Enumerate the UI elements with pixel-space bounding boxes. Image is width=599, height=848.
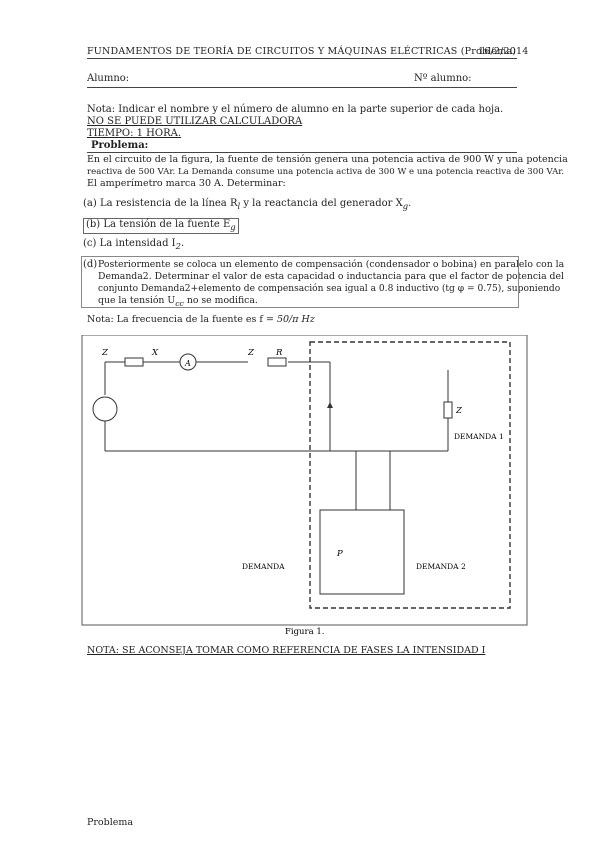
line-resistance-box xyxy=(267,357,287,367)
item-d-line-4: que la tensión Ucc no se modifica. xyxy=(98,295,258,308)
item-a-text: La resistencia de la línea R xyxy=(99,198,238,209)
frequency-note: Nota: La frecuencia de la fuente es f = … xyxy=(87,314,315,325)
ammeter xyxy=(179,353,197,371)
item-c-tag: (c) xyxy=(83,238,97,249)
intro-line-3: El amperímetro marca 30 A. Determinar: xyxy=(87,178,286,189)
intro-line-2: reactiva de 500 VAr. La Demanda consume … xyxy=(87,167,565,177)
zl-label: Z xyxy=(247,348,255,358)
problem-title: Problema: xyxy=(91,140,149,151)
student-number-label: Nº alumno: xyxy=(414,73,472,84)
item-d-tag: (d) xyxy=(83,259,98,270)
item-d-line-4-a: que la tensión U xyxy=(98,295,176,306)
circuit-figure: Z X A Z R Z DEMANDA 1 P DEMANDA DEMANDA … xyxy=(81,335,528,637)
time-note: TIEMPO: 1 HORA. xyxy=(87,128,182,139)
note-text: Nota: Indicar el nombre y el número de a… xyxy=(87,104,504,115)
item-b: (b) La tensión de la fuente Eg xyxy=(83,218,239,234)
figure-caption: Figura 1. xyxy=(285,627,324,637)
demanda1-label: DEMANDA 1 xyxy=(454,432,504,441)
rl-label: R xyxy=(275,348,283,358)
item-b-tag: (b) xyxy=(86,219,101,230)
student-name-label: Alumno: xyxy=(87,73,130,84)
item-d-line-1: Posteriormente se coloca un elemento de … xyxy=(98,259,565,270)
item-a-tag: (a) xyxy=(83,198,97,209)
i2-arrow xyxy=(327,402,333,408)
demanda2-box xyxy=(319,509,405,595)
intro-line-1: En el circuito de la figura, la fuente d… xyxy=(87,154,568,165)
p2q2-label: P xyxy=(336,549,343,559)
voltage-source xyxy=(92,396,118,422)
problem-rule xyxy=(87,152,517,153)
course-header: FUNDAMENTOS DE TEORÍA DE CIRCUITOS Y MÁQ… xyxy=(87,46,517,57)
exam-date: 16/2/2014 xyxy=(478,46,529,57)
figure-frame xyxy=(81,335,528,626)
page-footer: Problema xyxy=(87,817,134,828)
no-calculator-note: NO SE PUEDE UTILIZAR CALCULADORA xyxy=(87,116,303,127)
demanda-label: DEMANDA xyxy=(242,562,285,571)
item-d-frame xyxy=(81,256,519,308)
zg-label: Z xyxy=(101,348,109,358)
z1-load-box xyxy=(443,401,453,419)
footer-note: NOTA: SE ACONSEJA TOMAR COMO REFERENCIA … xyxy=(87,645,486,656)
student-rule xyxy=(87,87,517,88)
item-a: (a) La resistencia de la línea Rl y la r… xyxy=(83,198,412,211)
header-rule xyxy=(87,58,517,59)
demanda-dashed-box xyxy=(309,341,511,609)
item-c-text: La intensidad I xyxy=(99,238,176,249)
item-b-text: La tensión de la fuente E xyxy=(103,219,231,230)
item-d-line-3: conjunto Demanda2+elemento de compensaci… xyxy=(98,284,561,294)
xg-label: X xyxy=(151,348,159,358)
item-c: (c) La intensidad I2. xyxy=(83,238,185,251)
ammeter-label: A xyxy=(184,359,191,368)
demanda2-label: DEMANDA 2 xyxy=(416,562,466,571)
item-d-line-2: Demanda2. Determinar el valor de esta ca… xyxy=(98,271,564,282)
generator-reactance-box xyxy=(124,357,144,367)
item-a-text2: y la reactancia del generador X xyxy=(240,198,403,209)
z1-label: Z xyxy=(455,406,463,416)
frequency-note-text: Nota: La frecuencia de la fuente es f = xyxy=(87,314,277,325)
item-d-line-4-b: no se modifica. xyxy=(183,295,258,306)
